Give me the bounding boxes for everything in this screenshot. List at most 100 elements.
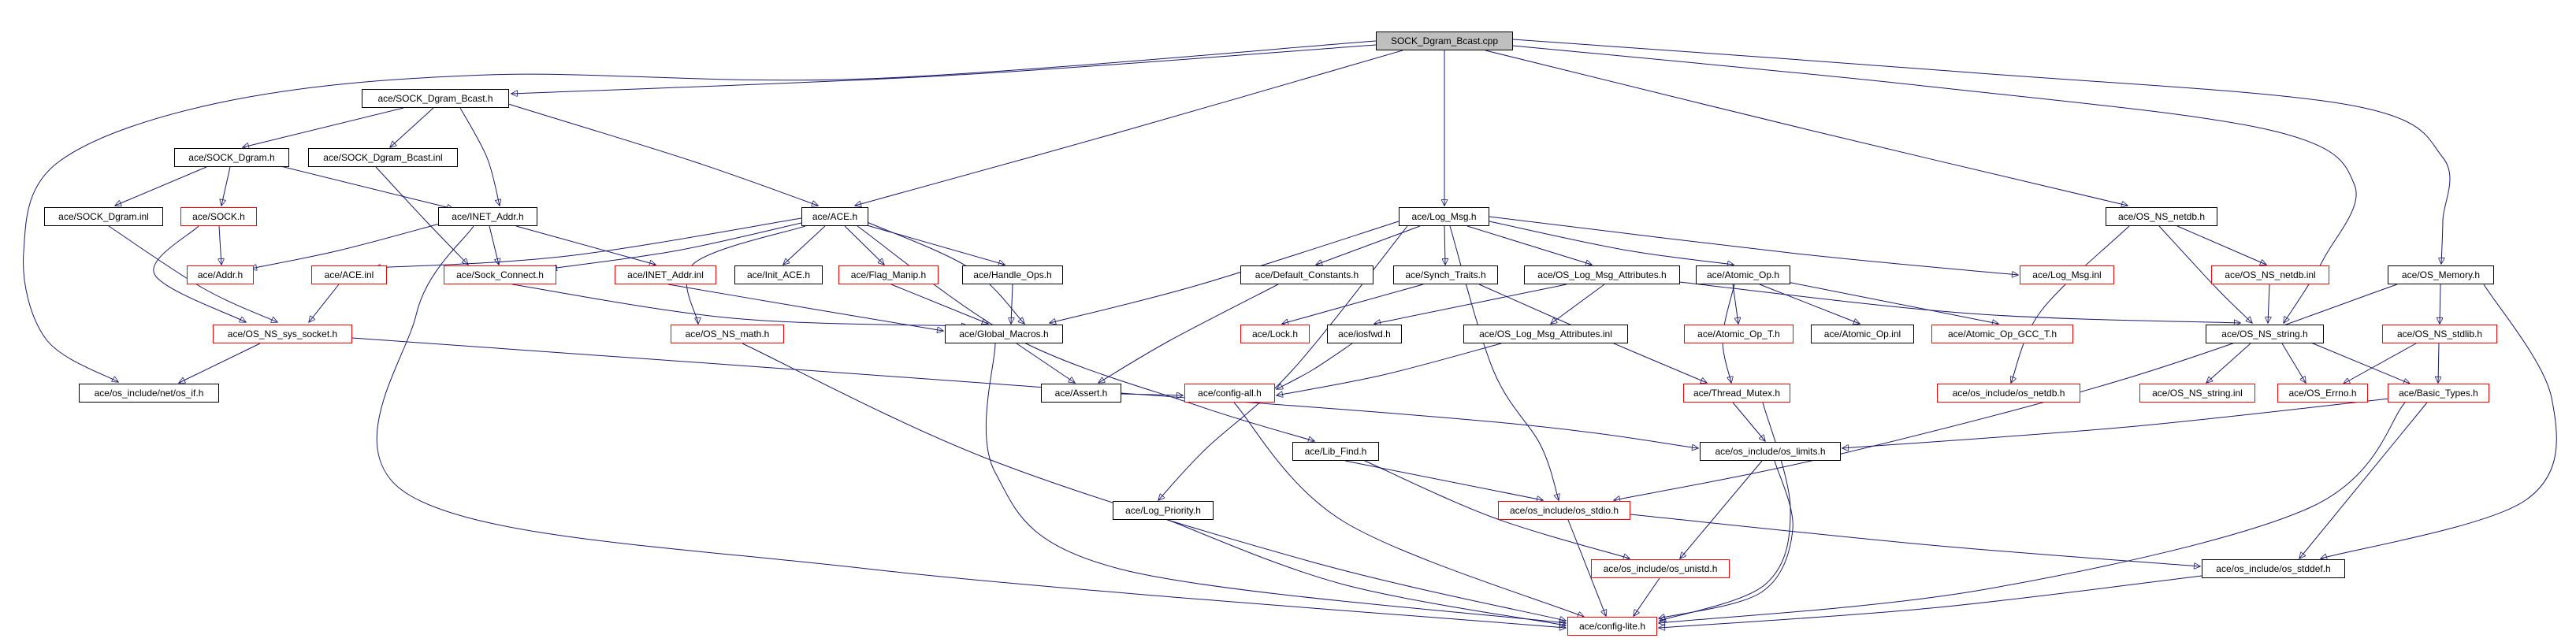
graph-node-os_unistd[interactable]: ace/os_include/os_unistd.h	[1591, 559, 1730, 578]
graph-node-basic_types[interactable]: ace/Basic_Types.h	[2388, 384, 2489, 403]
include-edge-thread_mutex-to-os_limits	[1732, 402, 1765, 441]
graph-node-log_priority[interactable]: ace/Log_Priority.h	[1113, 501, 1214, 520]
graph-node-os_ns_math[interactable]: ace/OS_NS_math.h	[671, 325, 784, 343]
include-edge-inet_addr_h-to-inet_addr_inl	[515, 225, 656, 265]
graph-node-config_all[interactable]: ace/config-all.h	[1184, 384, 1275, 403]
include-edge-os_ns_netdb_inl-to-os_ns_string_h	[2268, 284, 2269, 323]
include-edge-ace_h-to-flag_manip	[844, 225, 884, 265]
graph-node-os_ns_string_inl[interactable]: ace/OS_NS_string.inl	[2139, 384, 2255, 403]
include-edge-ace_inl-to-sys_socket	[309, 284, 340, 322]
include-edge-os_memory-to-os_stdio	[1614, 284, 2398, 500]
include-edge-os_ns_netdb_h-to-os_ns_netdb_inl	[2176, 225, 2266, 265]
include-edge-os_limits-to-os_unistd	[1680, 460, 1763, 559]
graph-node-bcast_inl[interactable]: ace/SOCK_Dgram_Bcast.inl	[308, 148, 458, 167]
include-edge-os_stdio-to-config_lite	[1567, 519, 1606, 616]
graph-node-handle_ops[interactable]: ace/Handle_Ops.h	[962, 265, 1063, 284]
graph-node-sock_h[interactable]: ace/SOCK.h	[180, 207, 257, 226]
include-edge-sock_dgram_inl-to-sys_socket	[108, 225, 277, 322]
graph-node-inet_addr_inl[interactable]: ace/INET_Addr.inl	[615, 265, 716, 284]
graph-node-os_memory[interactable]: ace/OS_Memory.h	[2388, 265, 2494, 284]
include-edge-atomic_op_h-to-atomic_op_inl	[1759, 284, 1860, 324]
include-edge-global_macros-to-config_lite	[985, 343, 1566, 623]
include-edge-os_stdio-to-os_stddef	[1630, 514, 2200, 566]
graph-node-oslma_h[interactable]: ace/OS_Log_Msg_Attributes.h	[1524, 265, 1680, 284]
graph-node-iosfwd[interactable]: ace/iosfwd.h	[1327, 325, 1402, 343]
include-edge-os_limits-to-config_lite	[1659, 460, 1794, 618]
include-edge-iosfwd-to-config_all	[1277, 343, 1353, 389]
graph-node-sock_dgram_inl[interactable]: ace/SOCK_Dgram.inl	[44, 207, 163, 226]
graph-node-lock_h[interactable]: ace/Lock.h	[1240, 325, 1310, 343]
include-edge-os_ns_netdb_h-to-os_ns_string_h	[2158, 225, 2252, 323]
include-edge-sys_socket-to-os_if	[179, 343, 261, 383]
graph-node-bcast_h[interactable]: ace/SOCK_Dgram_Bcast.h	[362, 89, 509, 108]
graph-node-atomic_gcc[interactable]: ace/Atomic_Op_GCC_T.h	[1931, 325, 2073, 343]
include-edge-sock_connect-to-global_macros	[511, 284, 968, 326]
include-edge-os_ns_stdlib-to-basic_types	[2438, 343, 2439, 383]
graph-node-os_ns_netdb_h[interactable]: ace/OS_NS_netdb.h	[2106, 207, 2217, 226]
include-edge-oslma_inl-to-config_all	[1277, 343, 1502, 395]
graph-node-oslma_inl[interactable]: ace/OS_Log_Msg_Attributes.inl	[1463, 325, 1628, 343]
graph-node-os_stddef[interactable]: ace/os_include/os_stddef.h	[2202, 559, 2345, 578]
include-edge-sock_dgram_h-to-sock_dgram_inl	[115, 166, 207, 206]
graph-node-lib_find[interactable]: ace/Lib_Find.h	[1292, 442, 1379, 461]
include-edge-log_msg_h-to-global_macros	[1050, 221, 1400, 323]
graph-node-atomic_op_inl[interactable]: ace/Atomic_Op.inl	[1811, 325, 1914, 343]
include-edge-ace_h-to-init_ace	[783, 225, 826, 265]
graph-node-sock_dgram_h[interactable]: ace/SOCK_Dgram.h	[174, 148, 289, 167]
include-edge-global_macros-to-assert_h	[1016, 343, 1075, 383]
include-edge-inet_addr_h-to-addr_h	[251, 223, 440, 269]
graph-node-os_ns_netdb_inl[interactable]: ace/OS_NS_netdb.inl	[2211, 265, 2329, 284]
include-edge-flag_manip-to-global_macros	[890, 284, 988, 324]
include-edge-atomic_op_h-to-atomic_op_t	[1732, 284, 1738, 324]
graph-node-global_macros[interactable]: ace/Global_Macros.h	[945, 325, 1063, 343]
include-edge-os_ns_string_h-to-os_errno	[2281, 343, 2306, 383]
graph-node-addr_h[interactable]: ace/Addr.h	[187, 265, 254, 284]
graph-node-ace_inl[interactable]: ace/ACE.inl	[311, 265, 387, 284]
include-edge-synch_traits-to-lock_h	[1282, 284, 1424, 324]
include-edge-os_unistd-to-config_lite	[1634, 577, 1660, 616]
graph-node-flag_manip[interactable]: ace/Flag_Manip.h	[838, 265, 939, 284]
include-edge-cpp-to-ace_h	[855, 50, 1403, 206]
include-edge-cpp-to-os_if	[23, 40, 1377, 382]
include-edge-basic_types-to-os_stddef	[2299, 402, 2428, 559]
graph-node-inet_addr_h[interactable]: ace/INET_Addr.h	[438, 207, 537, 226]
graph-node-ace_h[interactable]: ace/ACE.h	[801, 207, 868, 226]
graph-node-os_ns_string_h[interactable]: ace/OS_NS_string.h	[2206, 325, 2324, 343]
include-edge-ace_h-to-ace_inl	[374, 217, 802, 268]
graph-node-init_ace[interactable]: ace/Init_ACE.h	[734, 265, 823, 284]
include-edge-cpp-to-os_ns_netdb_h	[1485, 50, 2128, 206]
include-edge-os_ns_string_h-to-basic_types	[2307, 340, 2410, 384]
graph-node-log_msg_h[interactable]: ace/Log_Msg.h	[1399, 207, 1489, 226]
graph-node-sock_connect[interactable]: ace/Sock_Connect.h	[444, 265, 556, 284]
include-edge-handle_ops-to-global_macros	[1011, 284, 1013, 324]
graph-node-thread_mutex[interactable]: ace/Thread_Mutex.h	[1683, 384, 1790, 403]
graph-node-sys_socket[interactable]: ace/OS_NS_sys_socket.h	[213, 325, 352, 343]
graph-node-cpp: SOCK_Dgram_Bcast.cpp	[1376, 32, 1513, 50]
include-edge-cpp-to-os_ns_string_h	[1512, 45, 2357, 323]
graph-node-assert_h[interactable]: ace/Assert.h	[1041, 384, 1121, 403]
include-edge-log_priority-to-config_lite	[1167, 519, 1566, 625]
include-edge-log_msg_h-to-oslma_h	[1466, 225, 1592, 265]
graph-node-atomic_op_t[interactable]: ace/Atomic_Op_T.h	[1684, 325, 1794, 343]
include-edge-bcast_h-to-bcast_inl	[390, 107, 434, 147]
include-edge-oslma_h-to-iosfwd	[1374, 284, 1567, 324]
include-edge-bcast_h-to-ace_h	[507, 103, 818, 206]
include-edge-lib_find-to-os_unistd	[1364, 460, 1630, 559]
include-edge-bcast_h-to-sock_dgram_h	[243, 107, 404, 147]
include-edge-os_ns_string_h-to-os_ns_string_inl	[2206, 343, 2251, 383]
include-edge-os_stddef-to-config_lite	[1659, 575, 2202, 628]
graph-node-synch_traits[interactable]: ace/Synch_Traits.h	[1393, 265, 1498, 284]
graph-node-os_if[interactable]: ace/os_include/net/os_if.h	[79, 384, 219, 403]
include-edge-sock_h-to-sys_socket	[153, 225, 246, 322]
graph-node-os_errno[interactable]: ace/OS_Errno.h	[2277, 384, 2368, 403]
graph-node-atomic_op_h[interactable]: ace/Atomic_Op.h	[1696, 265, 1790, 284]
graph-node-log_msg_inl[interactable]: ace/Log_Msg.inl	[2020, 265, 2114, 284]
graph-node-os_stdio[interactable]: ace/os_include/os_stdio.h	[1498, 501, 1630, 520]
graph-node-os_ns_stdlib[interactable]: ace/OS_NS_stdlib.h	[2382, 325, 2497, 343]
graph-node-os_netdb[interactable]: ace/os_include/os_netdb.h	[1937, 384, 2080, 403]
include-edge-oslma_h-to-oslma_inl	[1551, 284, 1605, 324]
graph-node-os_limits[interactable]: ace/os_include/os_limits.h	[1700, 442, 1841, 461]
graph-node-config_lite[interactable]: ace/config-lite.h	[1567, 617, 1657, 636]
graph-node-default_constants[interactable]: ace/Default_Constants.h	[1240, 265, 1373, 284]
